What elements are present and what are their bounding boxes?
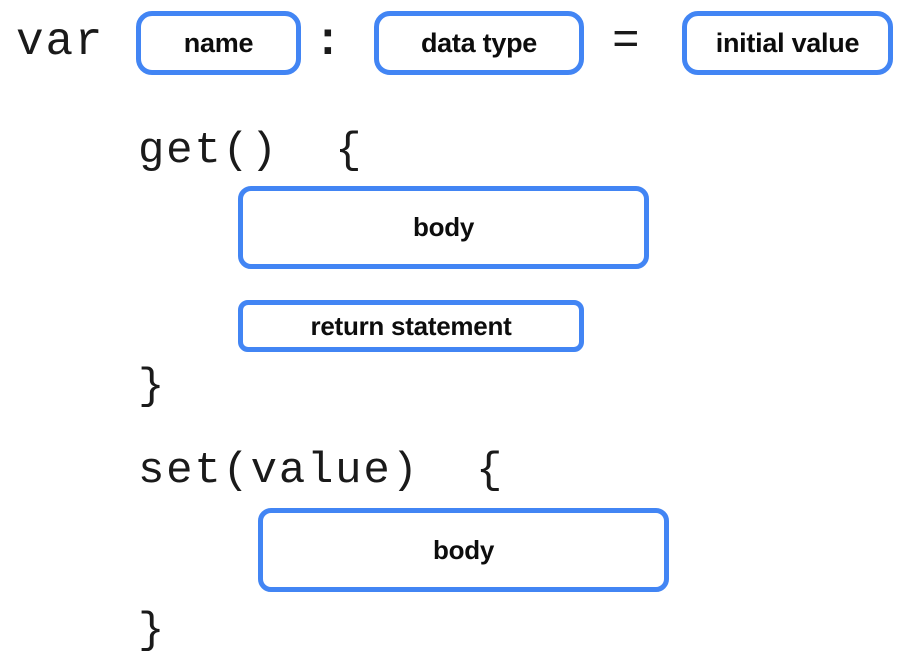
getter-header: get() { xyxy=(138,126,364,176)
placeholder-box-data-type[interactable]: data type xyxy=(374,11,584,75)
keyword-var: var xyxy=(16,16,105,68)
placeholder-label-initial-value: initial value xyxy=(715,27,860,58)
getter-closing-brace: } xyxy=(138,362,167,412)
placeholder-box-getter-body[interactable]: body xyxy=(238,186,649,269)
placeholder-box-initial-value[interactable]: initial value xyxy=(682,11,893,75)
punctuation-equals: = xyxy=(612,16,642,68)
placeholder-label-data-type: data type xyxy=(420,27,538,58)
placeholder-box-setter-body[interactable]: body xyxy=(258,508,669,592)
setter-closing-brace: } xyxy=(138,606,167,656)
placeholder-label-getter-body: body xyxy=(412,212,475,242)
punctuation-colon: : xyxy=(314,16,344,68)
setter-header: set(value) { xyxy=(138,446,505,496)
placeholder-label-name: name xyxy=(183,27,254,58)
placeholder-box-return-statement[interactable]: return statement xyxy=(238,300,584,352)
placeholder-box-name[interactable]: name xyxy=(136,11,301,75)
placeholder-label-setter-body: body xyxy=(432,534,495,565)
placeholder-label-return-statement: return statement xyxy=(310,310,512,341)
